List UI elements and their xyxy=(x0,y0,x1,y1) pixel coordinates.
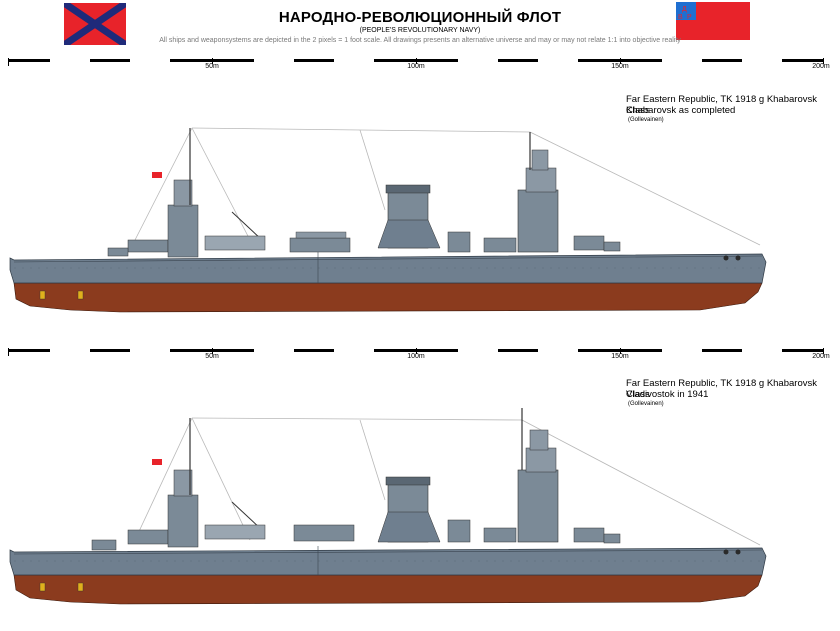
ship-class-title: Far Eastern Republic, TK 1918 g Khabarov… xyxy=(626,378,817,400)
ship-profile-khabarovsk xyxy=(9,127,767,313)
ship-name-subtitle: Khabarovsk as completed xyxy=(626,105,736,116)
scale-label: 50m xyxy=(205,353,219,360)
scale-label: 150m xyxy=(611,63,629,70)
far-eastern-republic-flag: Д В Р xyxy=(676,2,750,40)
page-title: НАРОДНО-РЕВОЛЮЦИОННЫЙ ФЛОТ xyxy=(278,9,562,26)
scale-bar xyxy=(8,348,824,356)
drawing-author: (Gollevainen) xyxy=(628,401,664,407)
scale-label: 150m xyxy=(611,353,629,360)
scale-label: 100m xyxy=(407,63,425,70)
scale-label: 50m xyxy=(205,63,219,70)
naval-jack-flag xyxy=(64,3,126,45)
scale-label: 200m xyxy=(812,63,830,70)
flag-letter: Р xyxy=(687,14,692,21)
page-subtitle: (PEOPLE'S REVOLUTIONARY NAVY) xyxy=(359,27,481,34)
scale-disclaimer: All ships and weaponsystems are depicted… xyxy=(159,37,681,44)
drawing-author: (Gollevainen) xyxy=(628,117,664,123)
ship-name-subtitle: Vladivostok in 1941 xyxy=(626,389,709,400)
scale-bar xyxy=(8,58,824,66)
flag-letter: В xyxy=(678,14,683,21)
scale-label: 100m xyxy=(407,353,425,360)
scale-label: 200m xyxy=(812,353,830,360)
flag-letter: Д xyxy=(682,6,687,13)
ship-class-title: Far Eastern Republic, TK 1918 g Khabarov… xyxy=(626,94,817,116)
